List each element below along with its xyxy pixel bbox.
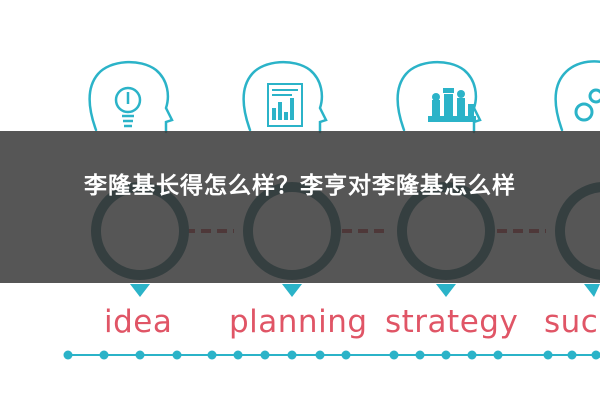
head-profile-icon: [396, 60, 482, 134]
step-label-idea: idea: [104, 304, 173, 340]
document-chart-icon: [267, 83, 303, 127]
timeline: [63, 350, 600, 360]
step-pointer: [436, 284, 456, 297]
step-pointer: [130, 284, 150, 297]
step-label-success: succ: [544, 304, 600, 340]
chess-pieces-icon: [428, 88, 476, 122]
step-pointer: [584, 284, 600, 297]
banner-title[interactable]: 李隆基长得怎么样？李亨对李隆基怎么样: [84, 173, 516, 199]
lightbulb-icon: [114, 86, 142, 128]
head-profile-icon: [88, 60, 174, 134]
step-label-strategy: strategy: [385, 304, 519, 340]
step-label-planning: planning: [229, 304, 368, 340]
gears-icon: [574, 88, 600, 122]
title-banner: [0, 131, 600, 283]
head-profile-icon: [554, 60, 600, 132]
step-pointer: [282, 284, 302, 297]
head-profile-icon: [242, 60, 328, 134]
